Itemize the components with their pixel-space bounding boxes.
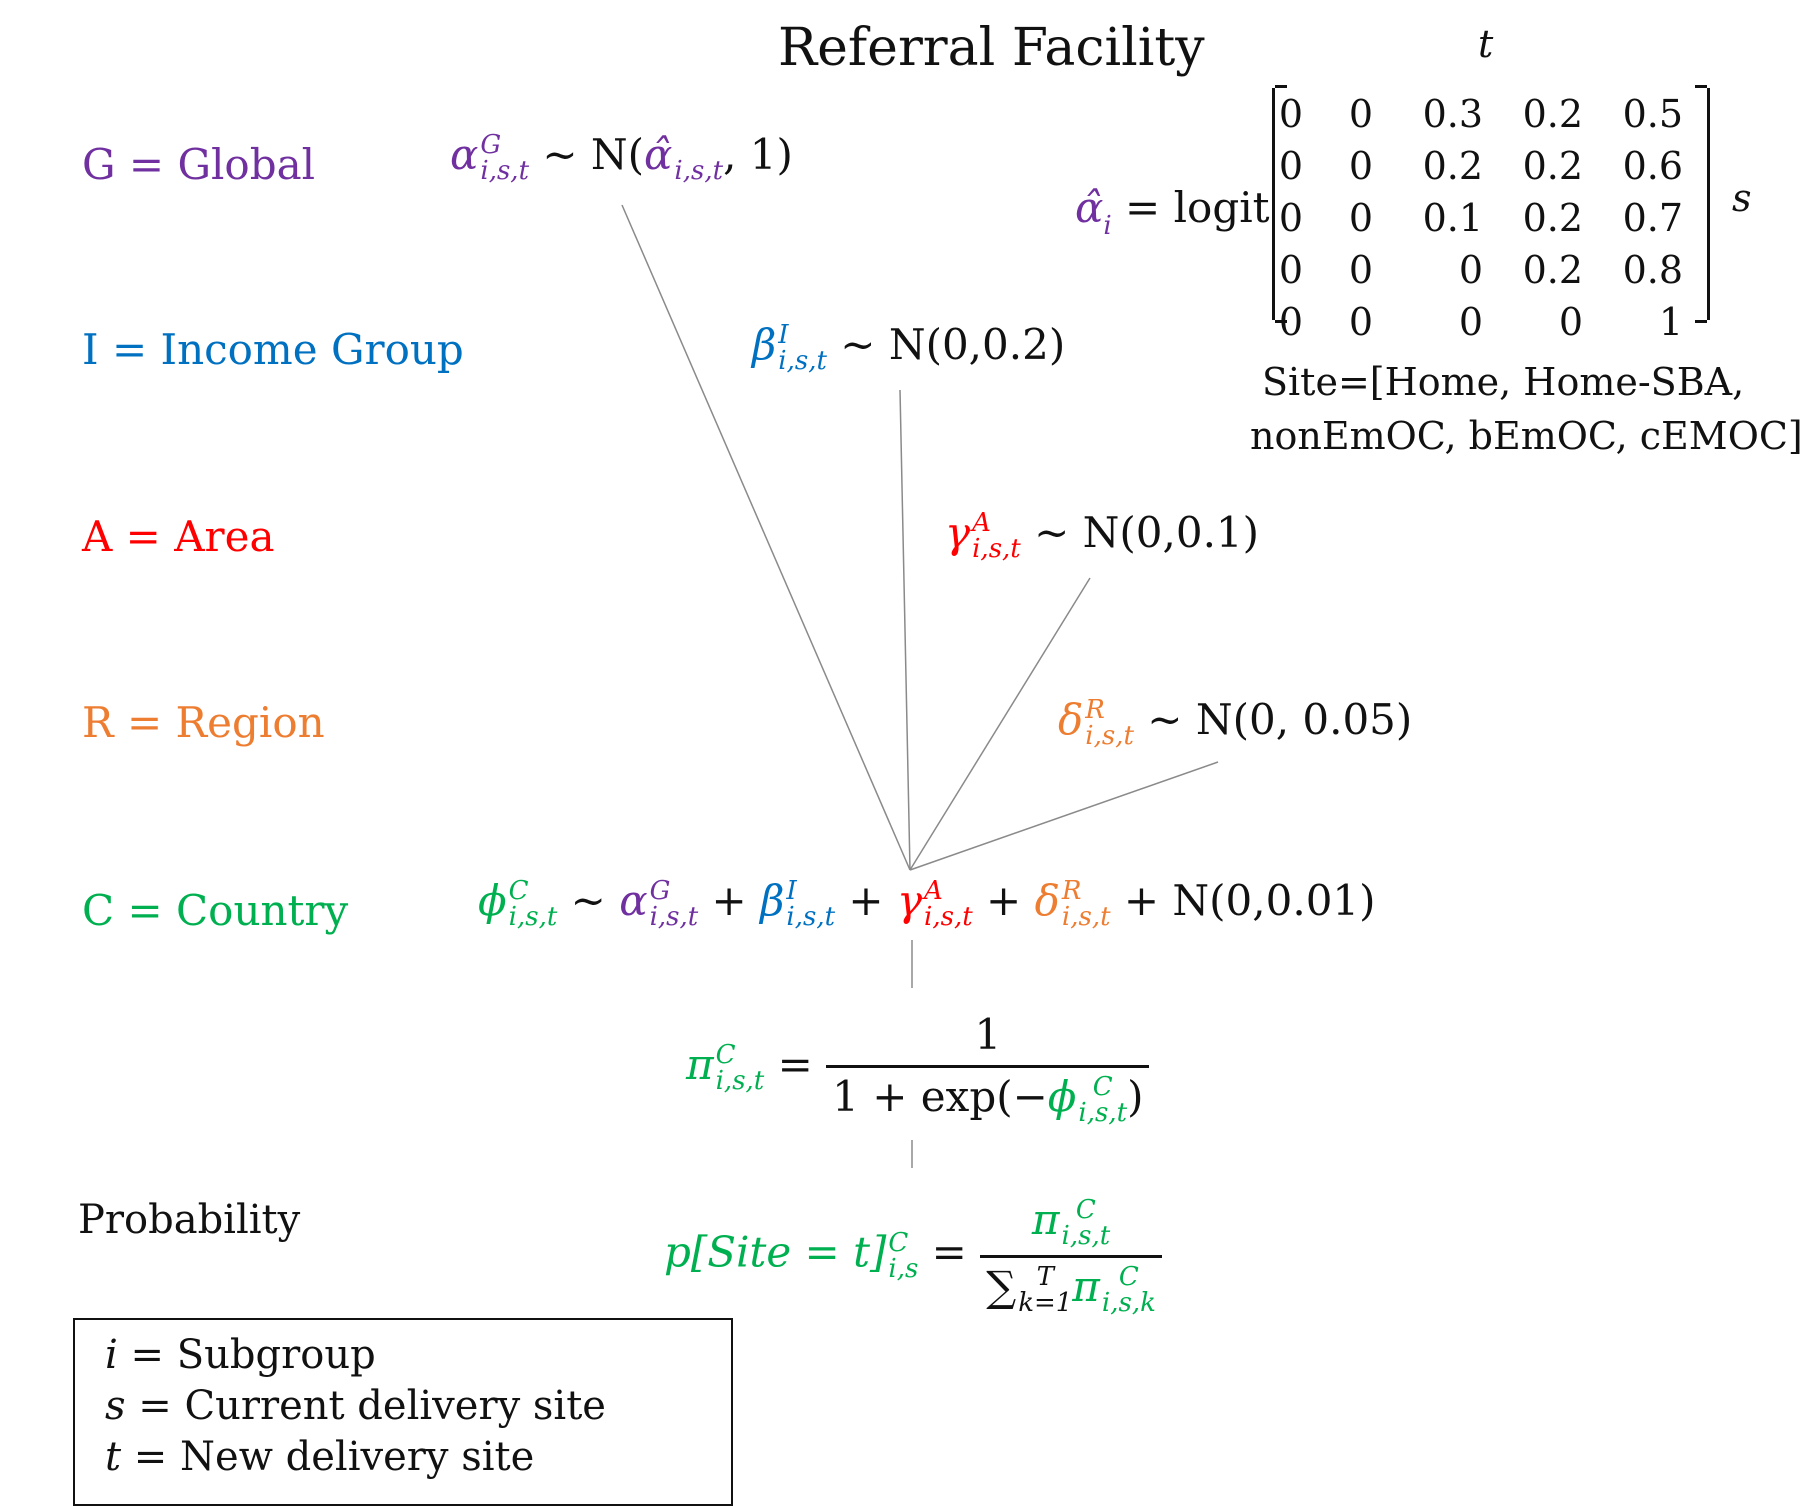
level-label-income: I = Income Group — [82, 325, 464, 374]
legend-item: t = New delivery site — [105, 1434, 535, 1480]
site-list-line: nonEmOC, bEmOC, cEMOC] — [1250, 414, 1800, 458]
diagram-title: Referral Facility — [778, 18, 1205, 78]
legend-item: i = Subgroup — [105, 1332, 376, 1378]
connector-alpha — [621, 204, 911, 871]
site-list: Site=[Home, Home-SBA, nonEmOC, bEmOC, cE… — [1250, 355, 1800, 463]
connector-beta — [899, 389, 911, 871]
level-label-country: C = Country — [82, 886, 349, 935]
matrix-column-label: t — [1478, 22, 1494, 66]
connector-delta — [909, 761, 1219, 871]
legend-box: i = Subgroup s = Current delivery site t… — [73, 1318, 733, 1506]
matrix-lhs: α̂i = logit — [1075, 183, 1270, 241]
level-label-area: A = Area — [82, 512, 275, 561]
connector-gamma — [909, 577, 1091, 871]
level-label-region: R = Region — [82, 698, 325, 747]
probability-label: Probability — [78, 1197, 301, 1243]
legend-item: s = Current delivery site — [105, 1383, 606, 1429]
site-list-line: Site=[Home, Home-SBA, — [1262, 360, 1745, 404]
matrix-row-label: s — [1732, 176, 1752, 220]
level-label-global: G = Global — [82, 140, 316, 189]
